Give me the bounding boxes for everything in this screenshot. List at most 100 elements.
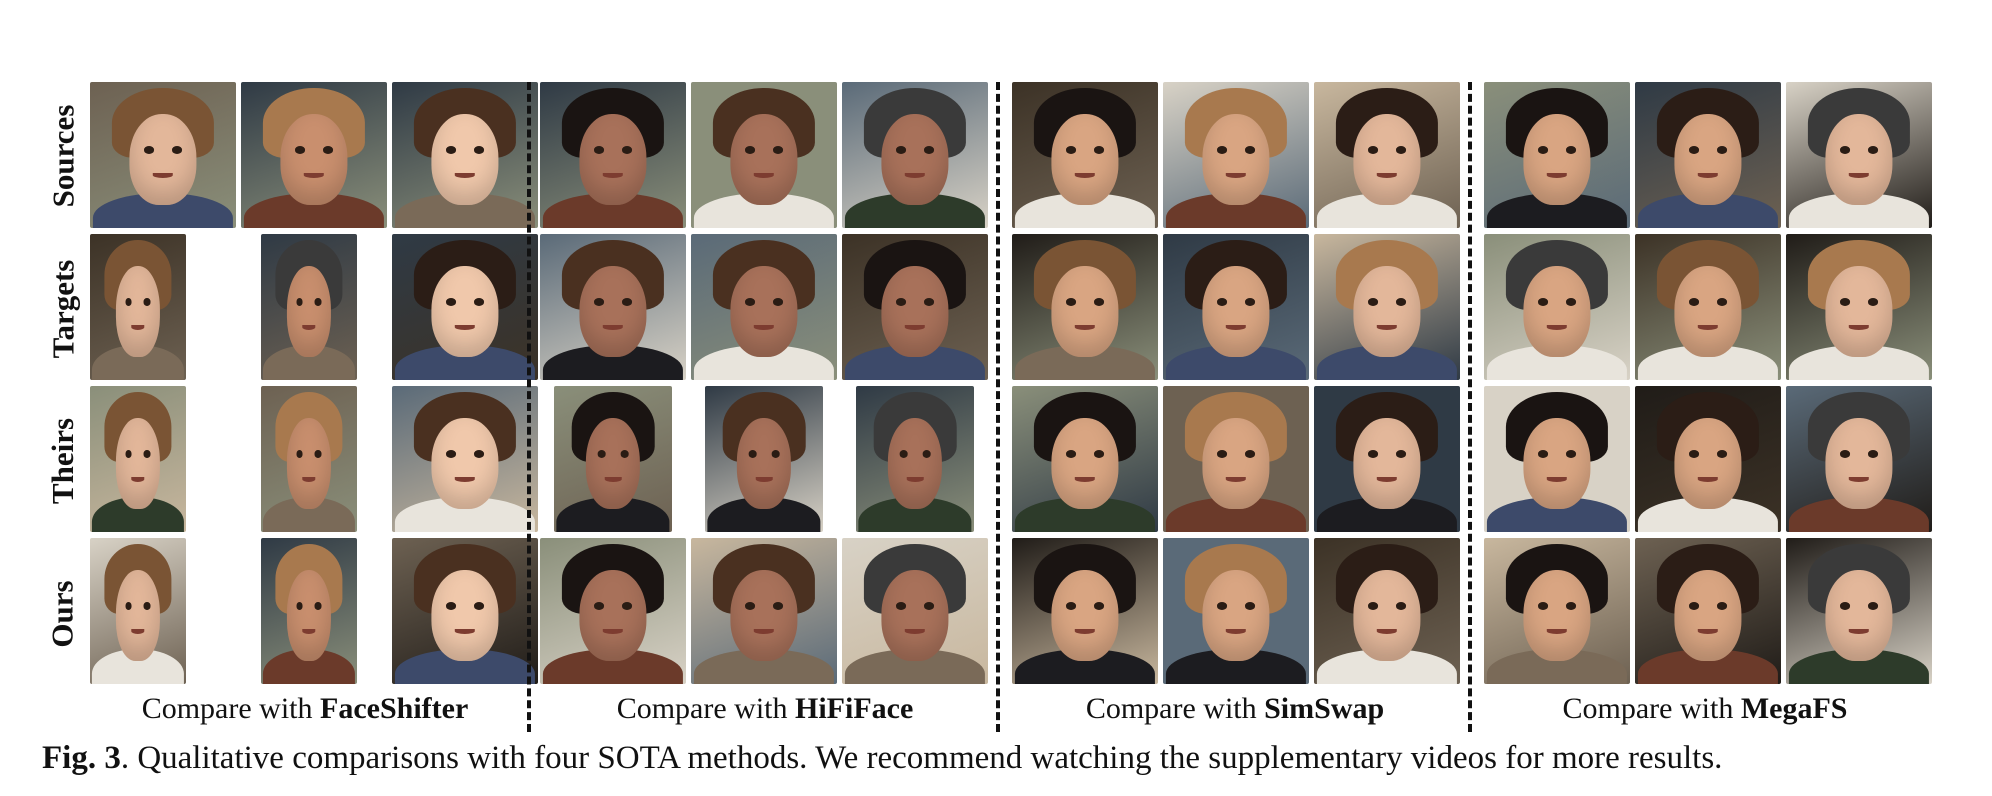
mouth <box>904 172 926 179</box>
face-photo-target <box>1786 234 1932 380</box>
eyes <box>1689 146 1727 154</box>
mouth <box>454 628 476 635</box>
face-photo-source <box>90 82 236 228</box>
eyes <box>1840 146 1878 154</box>
mouth <box>1546 476 1568 483</box>
eyes <box>1066 602 1104 610</box>
eyes <box>1840 602 1878 610</box>
face <box>1523 418 1591 509</box>
face <box>1051 114 1119 205</box>
face-photo-ours <box>691 538 837 684</box>
eyes <box>1689 298 1727 306</box>
mouth <box>454 172 476 179</box>
face <box>1674 418 1742 509</box>
eyes <box>594 146 632 154</box>
mouth <box>602 628 624 635</box>
eyes <box>745 146 783 154</box>
face <box>286 570 332 661</box>
mouth <box>454 324 476 331</box>
face <box>1051 418 1119 509</box>
face <box>286 266 332 357</box>
mouth <box>1074 476 1096 483</box>
eyes <box>594 298 632 306</box>
eyes <box>1217 602 1255 610</box>
mouth <box>1225 628 1247 635</box>
face <box>1523 114 1591 205</box>
eyes <box>745 298 783 306</box>
eyes <box>1217 298 1255 306</box>
mouth <box>1697 628 1719 635</box>
mouth <box>753 628 775 635</box>
face-photo-ours <box>1635 538 1781 684</box>
face <box>1202 570 1270 661</box>
group-caption-megafs: Compare with MegaFS <box>1562 692 1848 725</box>
face <box>1825 418 1893 509</box>
face-photo-source <box>1163 82 1309 228</box>
face <box>129 114 197 205</box>
eyes <box>896 146 934 154</box>
face-photo-source <box>1314 82 1460 228</box>
group-caption-faceshifter: Compare with FaceShifter <box>141 692 469 725</box>
mouth <box>1546 324 1568 331</box>
face-photo-target <box>1163 234 1309 380</box>
eyes <box>296 450 322 458</box>
face <box>887 418 943 509</box>
face <box>881 266 949 357</box>
eyes <box>1689 450 1727 458</box>
face-photo-source <box>842 82 988 228</box>
face <box>280 114 348 205</box>
group-divider-3 <box>1468 82 1472 732</box>
face-photo-target <box>392 234 538 380</box>
figure-label: Fig. 3 <box>42 740 121 776</box>
mouth <box>302 324 316 331</box>
face <box>1051 266 1119 357</box>
face <box>286 418 332 509</box>
face-photo-ours <box>392 538 538 684</box>
eyes <box>446 602 484 610</box>
face-photo-target <box>842 234 988 380</box>
eyes <box>748 450 780 458</box>
face <box>736 418 792 509</box>
eyes <box>125 298 151 306</box>
eyes <box>1689 602 1727 610</box>
face-photo-target <box>1484 234 1630 380</box>
eyes <box>597 450 629 458</box>
face <box>431 418 499 509</box>
face <box>730 266 798 357</box>
mouth <box>1074 628 1096 635</box>
face-photo-theirs <box>1484 386 1630 532</box>
figure-caption: Fig. 3. Qualitative comparisons with fou… <box>42 740 1962 777</box>
face-photo-ours <box>540 538 686 684</box>
mouth <box>1074 172 1096 179</box>
face <box>431 266 499 357</box>
group-divider-2 <box>996 82 1000 732</box>
mouth <box>1848 628 1870 635</box>
face <box>1353 418 1421 509</box>
eyes <box>296 298 322 306</box>
mouth <box>1225 324 1247 331</box>
face-photo-target <box>1635 234 1781 380</box>
mouth <box>1697 476 1719 483</box>
eyes <box>125 602 151 610</box>
face-photo-theirs <box>1635 386 1781 532</box>
face-photo-theirs <box>90 386 186 532</box>
mouth <box>1848 324 1870 331</box>
face <box>1202 418 1270 509</box>
eyes <box>1217 450 1255 458</box>
eyes <box>594 602 632 610</box>
row-label-sources: Sources <box>45 104 81 208</box>
face <box>1674 114 1742 205</box>
eyes <box>446 298 484 306</box>
face <box>1202 114 1270 205</box>
mouth <box>904 324 926 331</box>
face-photo-theirs <box>392 386 538 532</box>
face-photo-theirs <box>1314 386 1460 532</box>
mouth <box>1225 172 1247 179</box>
eyes <box>1538 450 1576 458</box>
face <box>1523 570 1591 661</box>
mouth <box>755 476 773 483</box>
face <box>1674 570 1742 661</box>
mouth <box>1697 172 1719 179</box>
mouth <box>1848 476 1870 483</box>
face <box>730 114 798 205</box>
